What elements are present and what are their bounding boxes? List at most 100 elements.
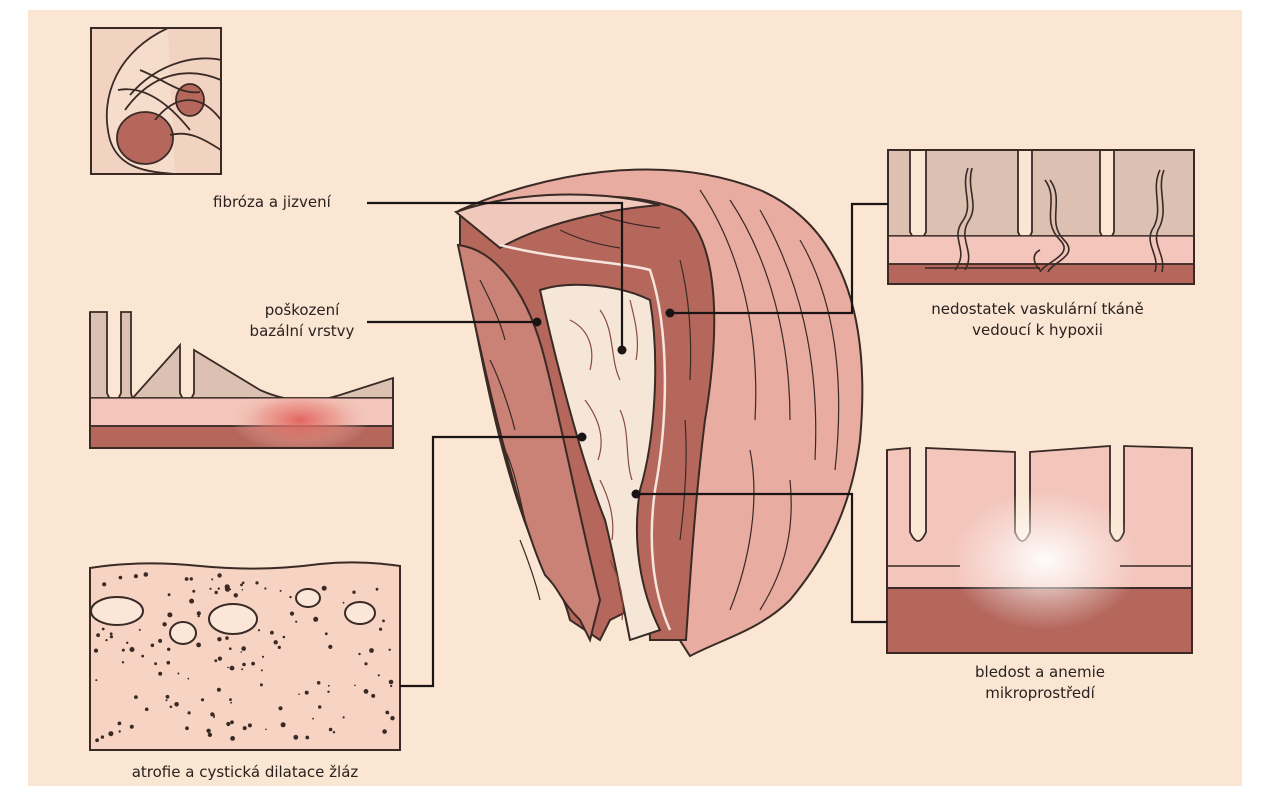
- leader-dots: [532, 308, 675, 499]
- speckle: [196, 642, 202, 648]
- speckle: [354, 684, 356, 687]
- speckle: [95, 738, 99, 743]
- speckle: [257, 629, 261, 632]
- speckle: [313, 616, 319, 622]
- speckle: [363, 689, 369, 694]
- speckle: [298, 693, 300, 695]
- speckle: [229, 665, 235, 671]
- label-vascular-line2: vedoucí k hypoxii: [972, 321, 1103, 339]
- speckle: [375, 587, 379, 591]
- speckle: [165, 699, 168, 702]
- label-vascular-line1: nedostatek vaskulární tkáně: [931, 300, 1144, 318]
- speckle: [207, 732, 213, 737]
- speckle: [342, 716, 345, 719]
- speckle: [265, 728, 267, 731]
- speckle: [187, 711, 191, 715]
- speckle: [177, 672, 180, 675]
- speckle: [225, 636, 229, 640]
- speckle: [282, 635, 286, 639]
- label-atrophy: atrofie a cystická dilatace žláz: [131, 763, 359, 781]
- speckle: [289, 611, 295, 616]
- speckle: [379, 627, 383, 631]
- speckle: [93, 648, 99, 653]
- speckle: [143, 572, 149, 577]
- speckle: [158, 638, 163, 643]
- basal-damage-inset: [89, 311, 394, 449]
- speckle: [118, 575, 123, 580]
- speckle: [109, 632, 113, 636]
- vascular-inset: [887, 149, 1195, 285]
- speckle: [187, 677, 190, 680]
- speckle: [167, 593, 171, 597]
- speckle: [273, 640, 278, 645]
- speckle: [289, 595, 292, 599]
- speckle: [230, 736, 236, 741]
- speckle: [141, 654, 145, 658]
- speckle: [241, 581, 245, 585]
- speckle: [293, 734, 299, 740]
- leader-pallor: [636, 492, 887, 624]
- speckle: [211, 578, 214, 581]
- label-basal-damage: poškození bazální vrstvy: [238, 300, 366, 342]
- speckle: [96, 633, 100, 638]
- label-pallor-line1: bledost a anemie: [975, 663, 1105, 681]
- speckle: [364, 662, 368, 666]
- label-fibrosis: fibróza a jizvení: [213, 193, 331, 211]
- speckle: [185, 726, 189, 731]
- speckle: [227, 666, 229, 669]
- speckle: [240, 583, 243, 587]
- speckle: [167, 647, 171, 651]
- speckle: [305, 735, 310, 740]
- label-vascular: nedostatek vaskulární tkáně vedoucí k hy…: [905, 299, 1170, 341]
- speckle: [242, 726, 247, 731]
- speckle: [264, 587, 267, 590]
- fibrosis-inset: [90, 27, 222, 175]
- leader-atrophy: [400, 435, 582, 688]
- leader-lines: [367, 201, 888, 688]
- speckle: [255, 581, 259, 585]
- speckle: [192, 589, 196, 593]
- speckle: [129, 647, 135, 652]
- speckle: [209, 587, 212, 590]
- speckle: [200, 698, 205, 702]
- speckle: [108, 731, 114, 737]
- speckle: [277, 645, 281, 650]
- speckle: [390, 716, 395, 721]
- speckle: [217, 573, 222, 578]
- speckle: [278, 706, 283, 711]
- speckle: [109, 635, 113, 639]
- speckle: [388, 648, 391, 651]
- speckle: [316, 681, 321, 685]
- speckle: [318, 705, 322, 709]
- speckle: [225, 586, 230, 592]
- speckle: [162, 622, 167, 627]
- speckle: [251, 661, 256, 666]
- speckle: [382, 729, 387, 734]
- speckle: [229, 698, 232, 701]
- speckle: [213, 716, 216, 718]
- speckle: [150, 643, 155, 648]
- label-pallor-line2: mikroprostředí: [985, 684, 1095, 702]
- speckle: [210, 712, 215, 717]
- speckle: [121, 661, 125, 664]
- speckle: [121, 648, 125, 652]
- speckle: [241, 646, 246, 651]
- speckle: [382, 619, 385, 623]
- speckle: [184, 577, 189, 581]
- speckle: [118, 722, 120, 725]
- speckle: [217, 656, 222, 661]
- speckle: [260, 669, 263, 672]
- speckle: [332, 731, 336, 734]
- speckle: [133, 574, 138, 579]
- speckle: [165, 694, 170, 699]
- label-basal-damage-line2: bazální vrstvy: [249, 322, 355, 340]
- speckle: [217, 637, 222, 642]
- speckle: [197, 614, 200, 618]
- speckle: [189, 598, 195, 604]
- pallor-inset: [886, 445, 1193, 654]
- speckle: [312, 717, 314, 720]
- speckle: [261, 655, 265, 658]
- speckle: [371, 693, 376, 698]
